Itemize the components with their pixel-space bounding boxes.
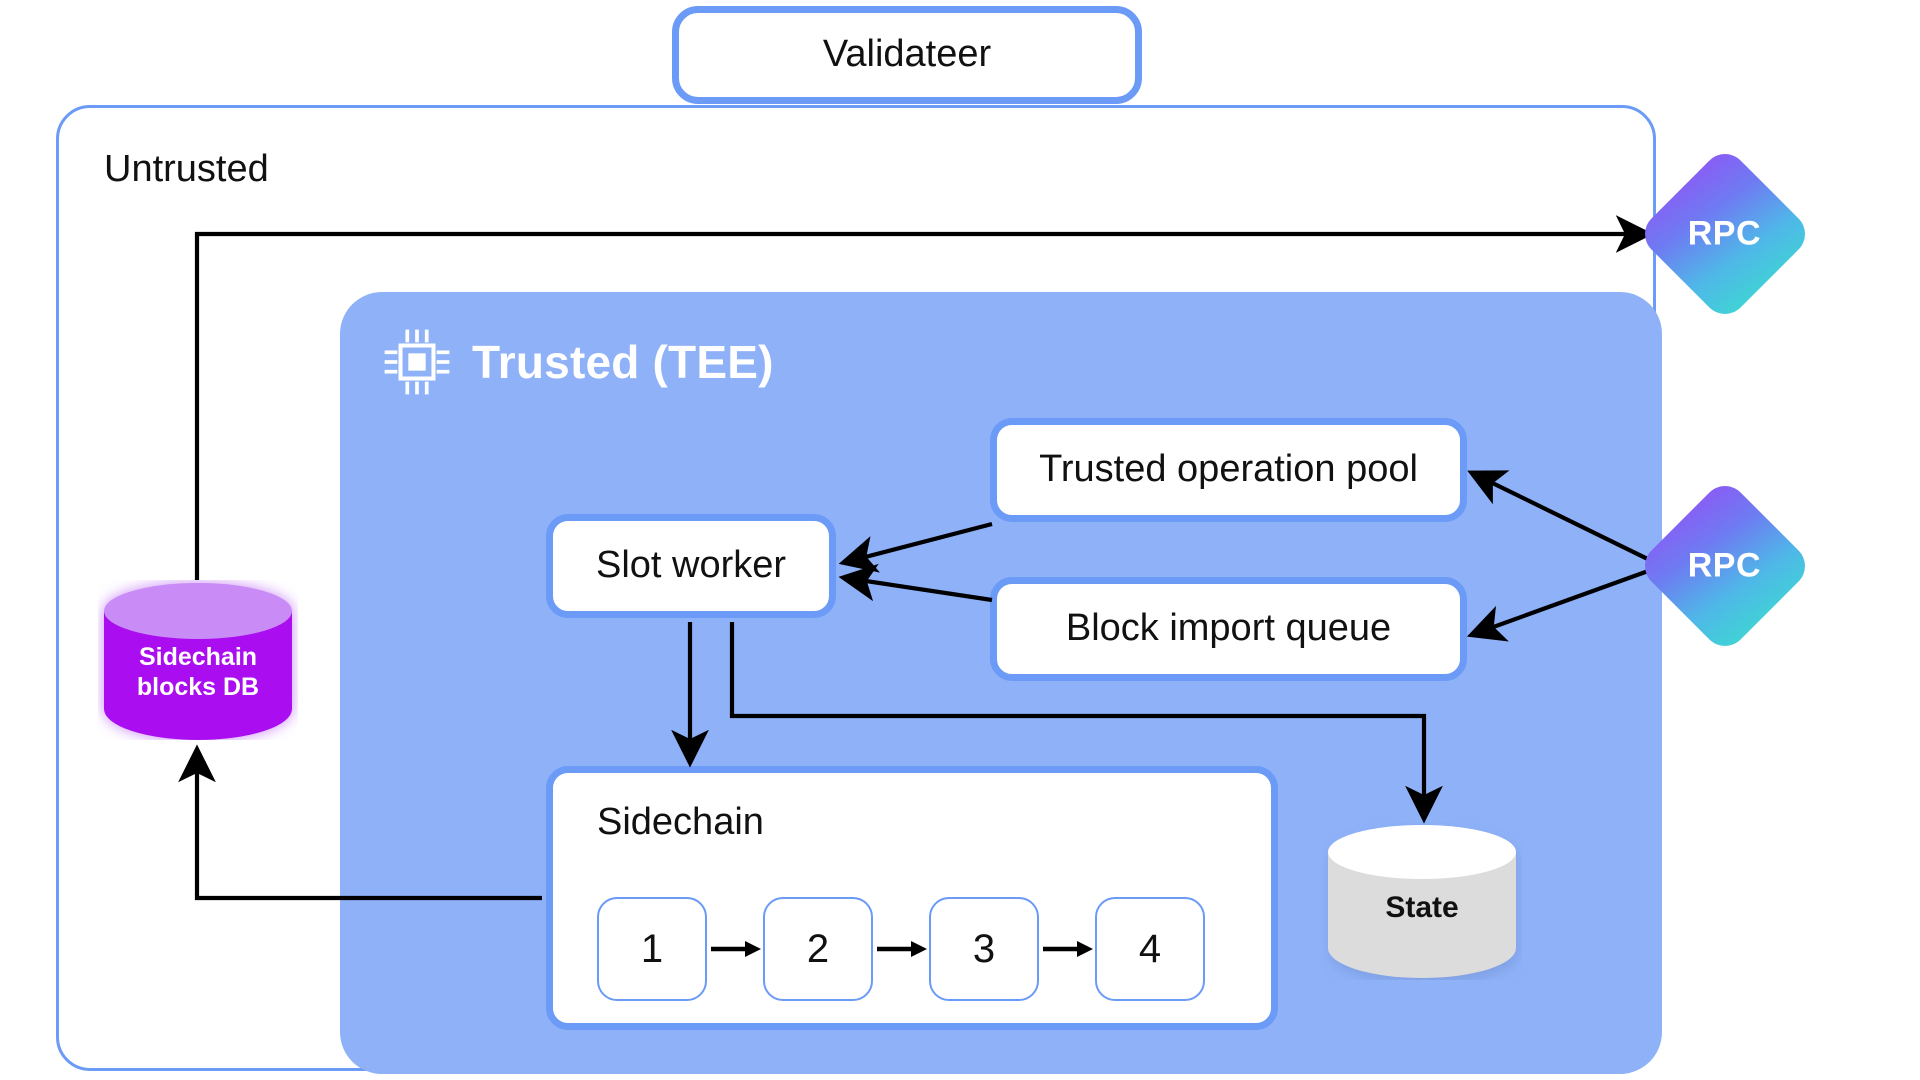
trusted-operation-pool-label: Trusted operation pool: [1039, 448, 1418, 491]
sidechain-block: 1: [597, 897, 707, 1001]
state-node: State: [1322, 822, 1522, 980]
sidechain-block-label: 2: [806, 926, 830, 971]
block-import-queue-node: Block import queue: [990, 577, 1467, 681]
block-link-arrow-icon: [707, 936, 763, 962]
trusted-operation-pool-node: Trusted operation pool: [990, 418, 1467, 522]
sidechain-block-label: 3: [972, 926, 996, 971]
sidechain-block: 3: [929, 897, 1039, 1001]
trusted-tee-header: Trusted (TEE): [380, 325, 774, 399]
rpc-bottom-node: RPC: [1635, 476, 1815, 656]
block-link-arrow-icon: [873, 936, 929, 962]
sidechain-block: 4: [1095, 897, 1205, 1001]
sidechain-node: Sidechain 1 2 3: [546, 766, 1278, 1030]
validateer-title-label: Validateer: [822, 33, 992, 76]
trusted-tee-label: Trusted (TEE): [472, 336, 774, 388]
sidechain-block-label: 4: [1138, 926, 1162, 971]
sidechain-blocks-db-node: Sidechain blocks DB: [98, 580, 298, 740]
block-import-queue-label: Block import queue: [1065, 607, 1392, 650]
sidechain-block-label: 1: [640, 926, 664, 971]
sidechain-block-row: 1 2 3: [597, 897, 1205, 1001]
slot-worker-label: Slot worker: [595, 544, 787, 587]
rpc-bottom-label: RPC: [1688, 546, 1762, 585]
cpu-chip-icon: [380, 325, 454, 399]
untrusted-label: Untrusted: [104, 148, 269, 190]
sidechain-label: Sidechain: [597, 801, 764, 843]
sidechain-block: 2: [763, 897, 873, 1001]
rpc-top-node: RPC: [1635, 144, 1815, 324]
rpc-top-label: RPC: [1688, 214, 1762, 253]
validateer-title-box: Validateer: [672, 6, 1142, 104]
block-link-arrow-icon: [1039, 936, 1095, 962]
slot-worker-node: Slot worker: [546, 514, 836, 618]
